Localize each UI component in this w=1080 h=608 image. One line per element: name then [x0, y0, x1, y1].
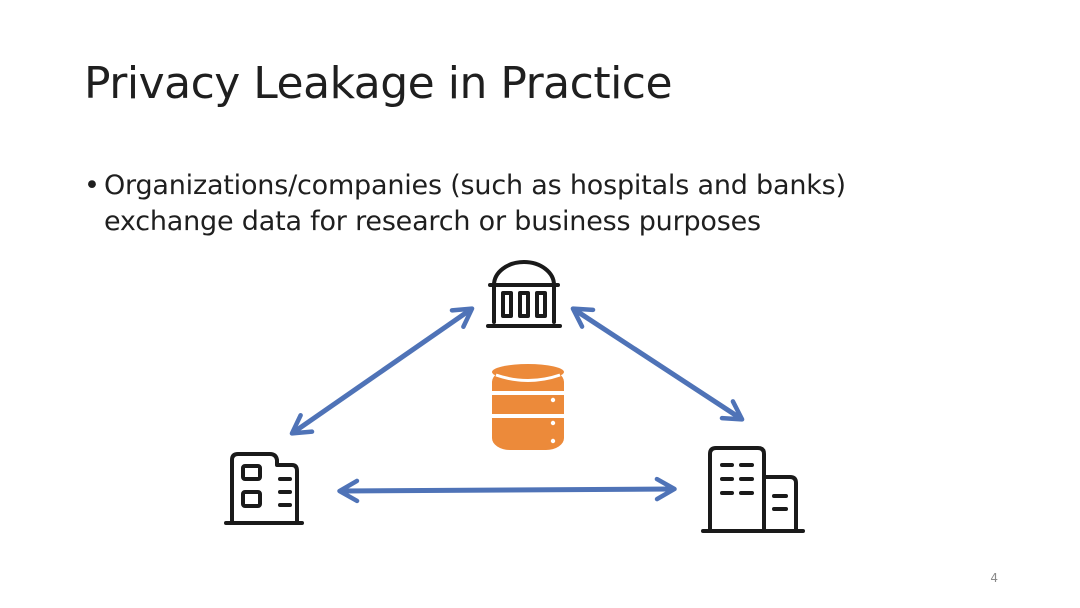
- page-number: 4: [990, 571, 998, 585]
- bullet-line-1: Organizations/companies (such as hospita…: [104, 170, 846, 201]
- bullet-marker: •: [84, 170, 100, 201]
- company-buildings-icon: [701, 446, 805, 533]
- arrow-hospital-company: [337, 476, 677, 504]
- bullet-list: • Organizations/companies (such as hospi…: [84, 168, 984, 240]
- bank-icon: [486, 260, 562, 328]
- bullet-item: • Organizations/companies (such as hospi…: [84, 168, 984, 240]
- slide-title: Privacy Leakage in Practice: [84, 58, 673, 109]
- arrow-bank-company: [570, 306, 745, 422]
- arrow-bank-hospital: [289, 306, 475, 436]
- database-icon: [492, 364, 564, 450]
- office-building-icon: [224, 452, 304, 525]
- bullet-line-2: exchange data for research or business p…: [104, 206, 761, 237]
